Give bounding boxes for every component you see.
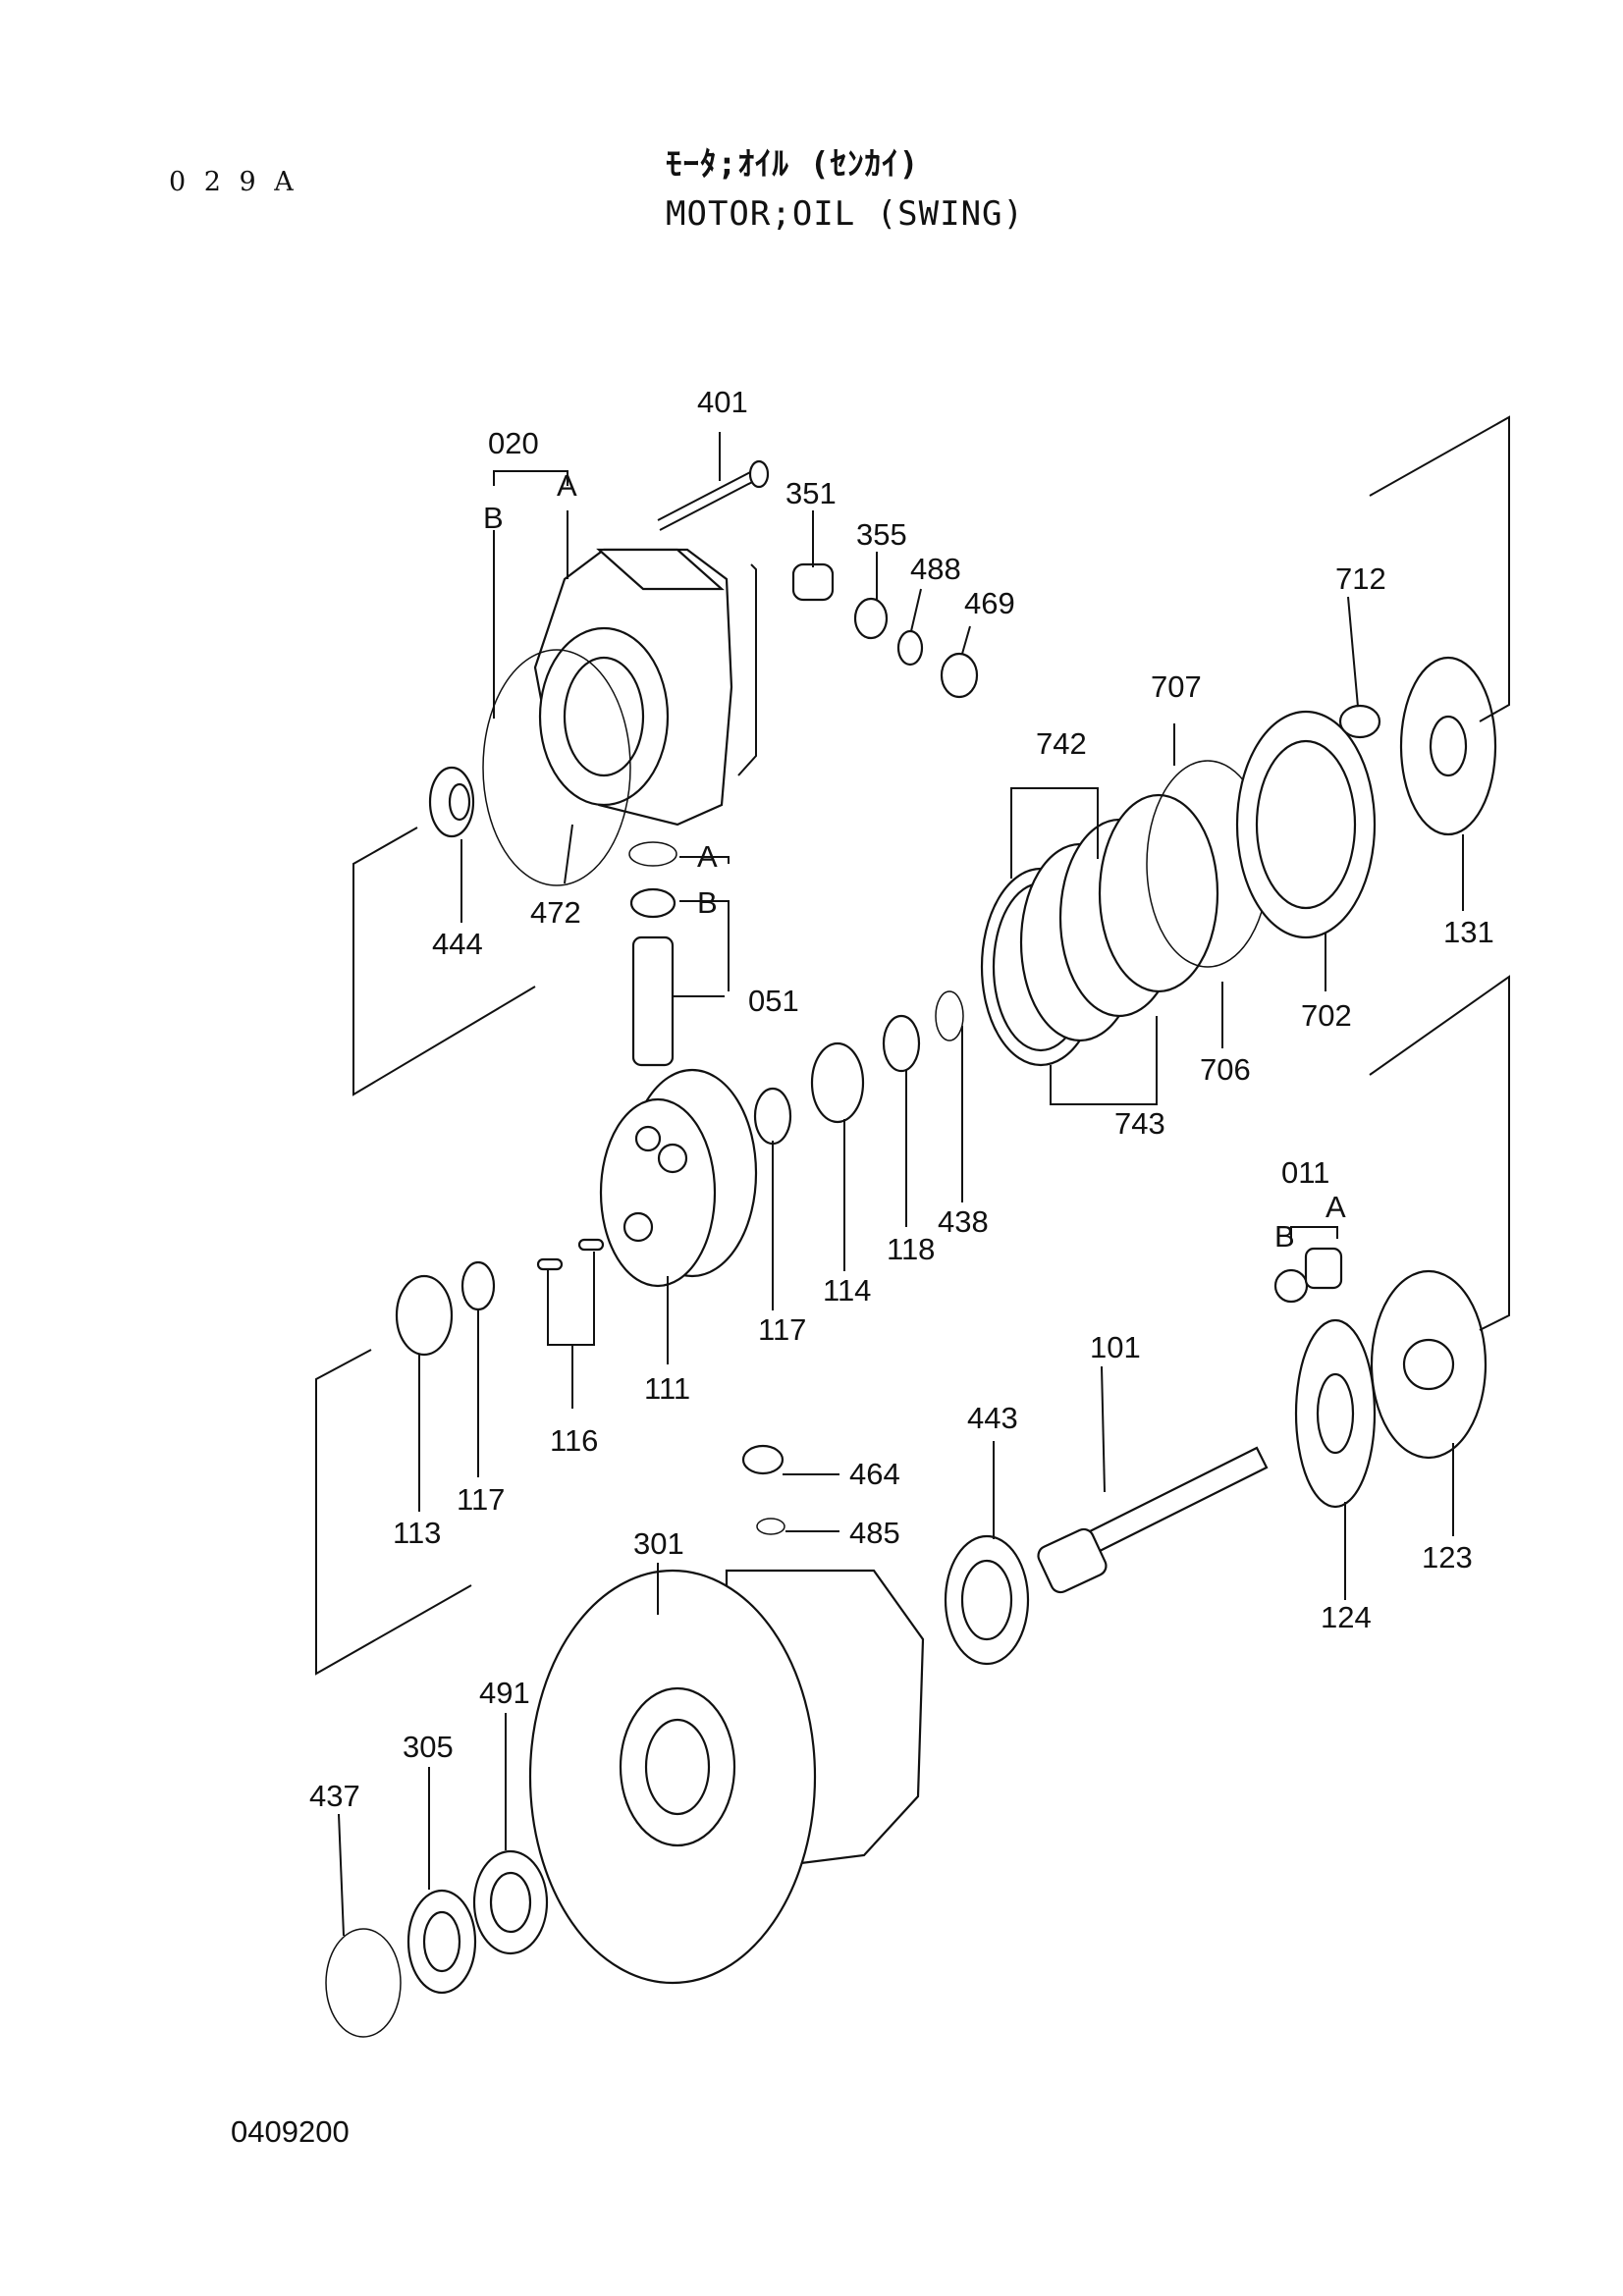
callout-051-a: A xyxy=(697,839,718,874)
callout-444: 444 xyxy=(432,927,483,961)
part-111-cylinder-block xyxy=(599,1068,758,1288)
callout-469: 469 xyxy=(964,586,1015,620)
part-plate-stack xyxy=(980,710,1377,1067)
callout-488: 488 xyxy=(910,552,961,586)
callout-351: 351 xyxy=(785,476,837,510)
title-japanese: ﾓｰﾀ;ｵｲﾙ (ｾﾝｶｲ) xyxy=(666,144,920,183)
callout-301: 301 xyxy=(633,1526,684,1561)
callout-443: 443 xyxy=(967,1401,1018,1435)
callout-117-lower: 117 xyxy=(457,1482,505,1517)
callout-712: 712 xyxy=(1335,561,1386,596)
callout-401: 401 xyxy=(697,385,748,419)
part-444-bearing xyxy=(428,766,475,838)
callout-485: 485 xyxy=(849,1516,900,1550)
callout-438: 438 xyxy=(938,1204,989,1239)
page-code: 0 2 9 A xyxy=(169,167,298,197)
callout-702: 702 xyxy=(1301,998,1352,1033)
callout-707: 707 xyxy=(1151,669,1202,704)
callout-305: 305 xyxy=(403,1730,454,1764)
part-rings-spring xyxy=(753,990,964,1146)
callout-020: 020 xyxy=(488,426,539,460)
leader-lines xyxy=(338,470,1464,1937)
callout-011-a: A xyxy=(1325,1190,1346,1224)
phantom-frame-lines xyxy=(315,415,1510,1676)
callout-114: 114 xyxy=(823,1273,871,1308)
part-712-131 xyxy=(1338,656,1497,836)
part-491-305-437 xyxy=(325,1849,549,2038)
part-011-123-124 xyxy=(1273,1247,1488,1509)
part-401-bolt xyxy=(657,432,770,531)
callout-011-b: B xyxy=(1274,1219,1295,1254)
callout-742: 742 xyxy=(1036,726,1087,761)
callout-118: 118 xyxy=(887,1232,935,1266)
part-301-casing xyxy=(528,1569,925,1985)
callout-706: 706 xyxy=(1200,1052,1251,1087)
callout-011: 011 xyxy=(1281,1155,1329,1190)
callout-491: 491 xyxy=(479,1676,530,1710)
title-english: MOTOR;OIL (SWING) xyxy=(666,194,1024,234)
callout-117-upper: 117 xyxy=(758,1312,806,1347)
callout-111: 111 xyxy=(644,1371,690,1406)
callout-472: 472 xyxy=(530,895,581,930)
callout-051: 051 xyxy=(748,984,799,1018)
callout-464: 464 xyxy=(849,1457,900,1491)
part-113-117-116 xyxy=(395,1238,605,1357)
callout-020-b: B xyxy=(483,501,504,535)
part-443-464-485 xyxy=(741,1444,1030,1666)
callout-124: 124 xyxy=(1321,1600,1372,1634)
part-101-drive-shaft xyxy=(1037,1446,1269,1594)
callout-020-a: A xyxy=(557,468,577,503)
callout-743: 743 xyxy=(1114,1106,1165,1141)
callout-437: 437 xyxy=(309,1779,360,1813)
callout-113: 113 xyxy=(393,1516,441,1550)
callout-131: 131 xyxy=(1443,915,1494,949)
callout-355: 355 xyxy=(856,517,907,552)
callout-116: 116 xyxy=(550,1423,598,1458)
part-020-valve-cover xyxy=(482,548,733,886)
callout-101: 101 xyxy=(1090,1330,1141,1364)
callout-labels: 401 020 A B 351 355 488 469 712 707 742 … xyxy=(231,385,1494,2149)
part-051-shaft xyxy=(628,841,725,1067)
callout-123: 123 xyxy=(1422,1540,1473,1575)
part-351-355-488-469 xyxy=(791,562,979,699)
drawing-code: 0409200 xyxy=(231,2114,350,2149)
callout-051-b: B xyxy=(697,885,718,920)
